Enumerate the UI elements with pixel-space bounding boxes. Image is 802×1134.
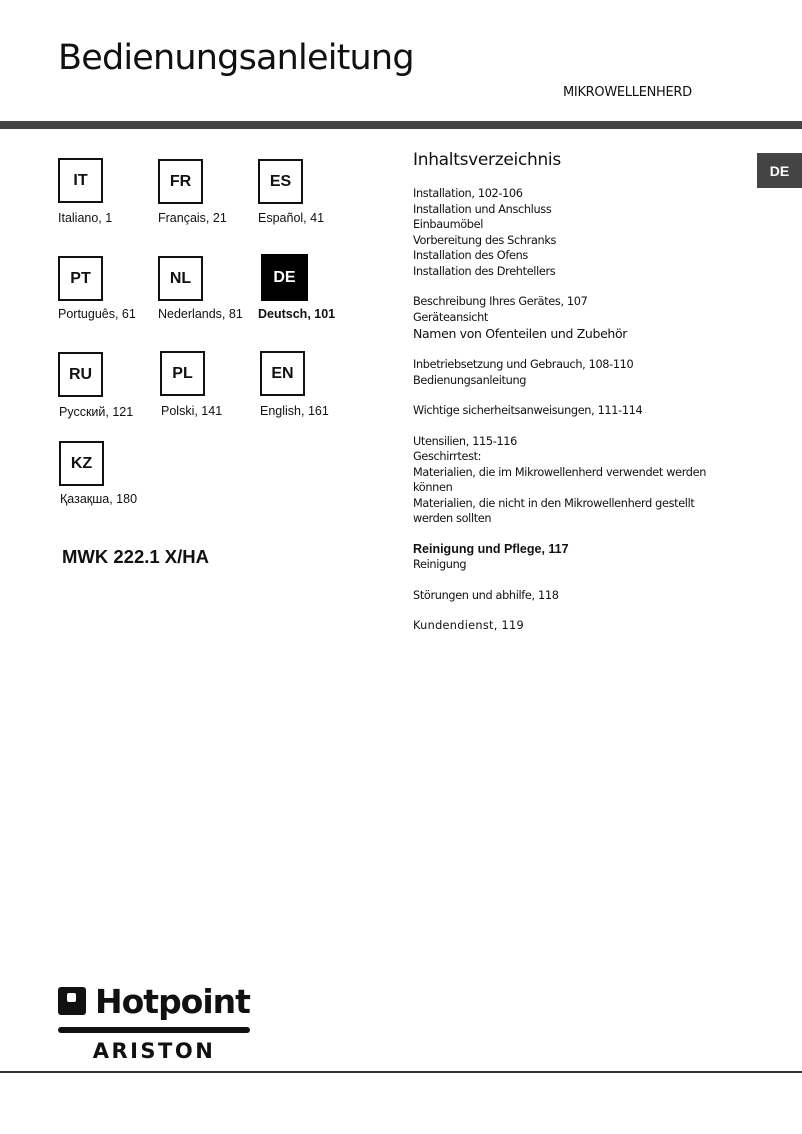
toc-group-service: Kundendienst, 119 — [413, 618, 723, 634]
lang-label-it[interactable]: Italiano, 1 — [58, 211, 113, 225]
lang-box-it[interactable]: IT — [58, 158, 103, 203]
toc-entry[interactable]: Namen von Ofenteilen und Zubehör — [413, 326, 628, 341]
header-divider — [0, 121, 802, 129]
toc-group-installation: Installation, 102-106 Installation und A… — [413, 186, 723, 279]
model-number: MWK 222.1 X/HA — [62, 546, 210, 567]
lang-label-pl[interactable]: Polski, 141 — [161, 404, 223, 418]
toc-entry[interactable]: Wichtige sicherheitsanweisungen, 111-114 — [413, 404, 643, 417]
toc-group-safety: Wichtige sicherheitsanweisungen, 111-114 — [413, 403, 723, 419]
toc-entry[interactable]: Vorbereitung des Schranks — [413, 233, 557, 247]
lang-label-kz[interactable]: Қазақша, 180 — [60, 492, 138, 506]
brand-name: Hotpoint — [95, 981, 251, 1021]
lang-box-pl[interactable]: PL — [160, 351, 205, 396]
brand-sub: ARISTON — [92, 1039, 216, 1063]
toc-entry[interactable]: Einbaumöbel — [413, 218, 484, 231]
toc-entry[interactable]: Geschirrtest: — [413, 450, 482, 463]
toc-group-description: Beschreibung Ihres Gerätes, 107 Gerätean… — [413, 294, 723, 342]
lang-box-es[interactable]: ES — [258, 159, 303, 204]
lang-label-nl[interactable]: Nederlands, 81 — [158, 307, 243, 321]
lang-label-pt[interactable]: Português, 61 — [58, 307, 136, 321]
brand-logo: Hotpoint ARISTON — [58, 981, 251, 1063]
toc-entry[interactable]: Bedienungsanleitung — [413, 373, 527, 387]
logo-divider — [58, 1027, 250, 1033]
toc-entry[interactable]: Installation des Ofens — [413, 249, 528, 262]
footer-divider — [0, 1071, 802, 1073]
toc-entry[interactable]: Beschreibung Ihres Gerätes, 107 — [413, 295, 588, 308]
lang-label-en[interactable]: English, 161 — [260, 404, 329, 418]
toc-entry-heading[interactable]: Reinigung und Pflege, 117 — [413, 541, 569, 556]
toc-entry[interactable]: Materialien, die im Mikrowellenherd verw… — [413, 465, 707, 495]
lang-box-en[interactable]: EN — [260, 351, 305, 396]
toc-group-usage: Inbetriebsetzung und Gebrauch, 108-110 B… — [413, 357, 723, 388]
document-title: Bedienungsanleitung — [58, 38, 415, 78]
language-side-tab: DE — [757, 153, 802, 188]
toc-title: Inhaltsverzeichnis — [413, 150, 561, 170]
lang-label-fr[interactable]: Français, 21 — [158, 211, 227, 225]
lang-label-de-active[interactable]: Deutsch, 101 — [258, 307, 336, 321]
toc-group-utensils: Utensilien, 115-116 Geschirrtest: Materi… — [413, 434, 723, 527]
lang-box-ru[interactable]: RU — [58, 352, 103, 397]
toc-group-cleaning: Reinigung und Pflege, 117 Reinigung — [413, 542, 723, 573]
toc-entry[interactable]: Geräteansicht — [413, 310, 489, 324]
lang-label-ru[interactable]: Русский, 121 — [59, 405, 134, 419]
toc-entry[interactable]: Materialien, die nicht in den Mikrowelle… — [413, 496, 695, 526]
toc-entry[interactable]: Utensilien, 115-116 — [413, 434, 517, 448]
lang-label-es[interactable]: Español, 41 — [258, 211, 325, 225]
toc-entry[interactable]: Reinigung — [413, 558, 467, 571]
toc-entry[interactable]: Installation und Anschluss — [413, 202, 552, 216]
lang-box-kz[interactable]: KZ — [59, 441, 104, 486]
toc-group-troubleshooting: Störungen und abhilfe, 118 — [413, 588, 723, 604]
hotpoint-mark-icon — [58, 987, 86, 1015]
lang-box-nl[interactable]: NL — [158, 256, 203, 301]
lang-box-fr[interactable]: FR — [158, 159, 203, 204]
toc-entry[interactable]: Inbetriebsetzung und Gebrauch, 108-110 — [413, 358, 634, 371]
toc-entry[interactable]: Installation des Drehtellers — [413, 264, 556, 278]
toc-entry[interactable]: Installation, 102-106 — [413, 187, 523, 200]
toc-list: Installation, 102-106 Installation und A… — [413, 186, 723, 649]
lang-box-de-active[interactable]: DE — [261, 254, 308, 301]
document-subtitle: MIKROWELLENHERD — [563, 85, 692, 100]
lang-box-pt[interactable]: PT — [58, 256, 103, 301]
toc-entry[interactable]: Störungen und abhilfe, 118 — [413, 588, 559, 602]
toc-entry[interactable]: Kundendienst, 119 — [413, 619, 525, 632]
